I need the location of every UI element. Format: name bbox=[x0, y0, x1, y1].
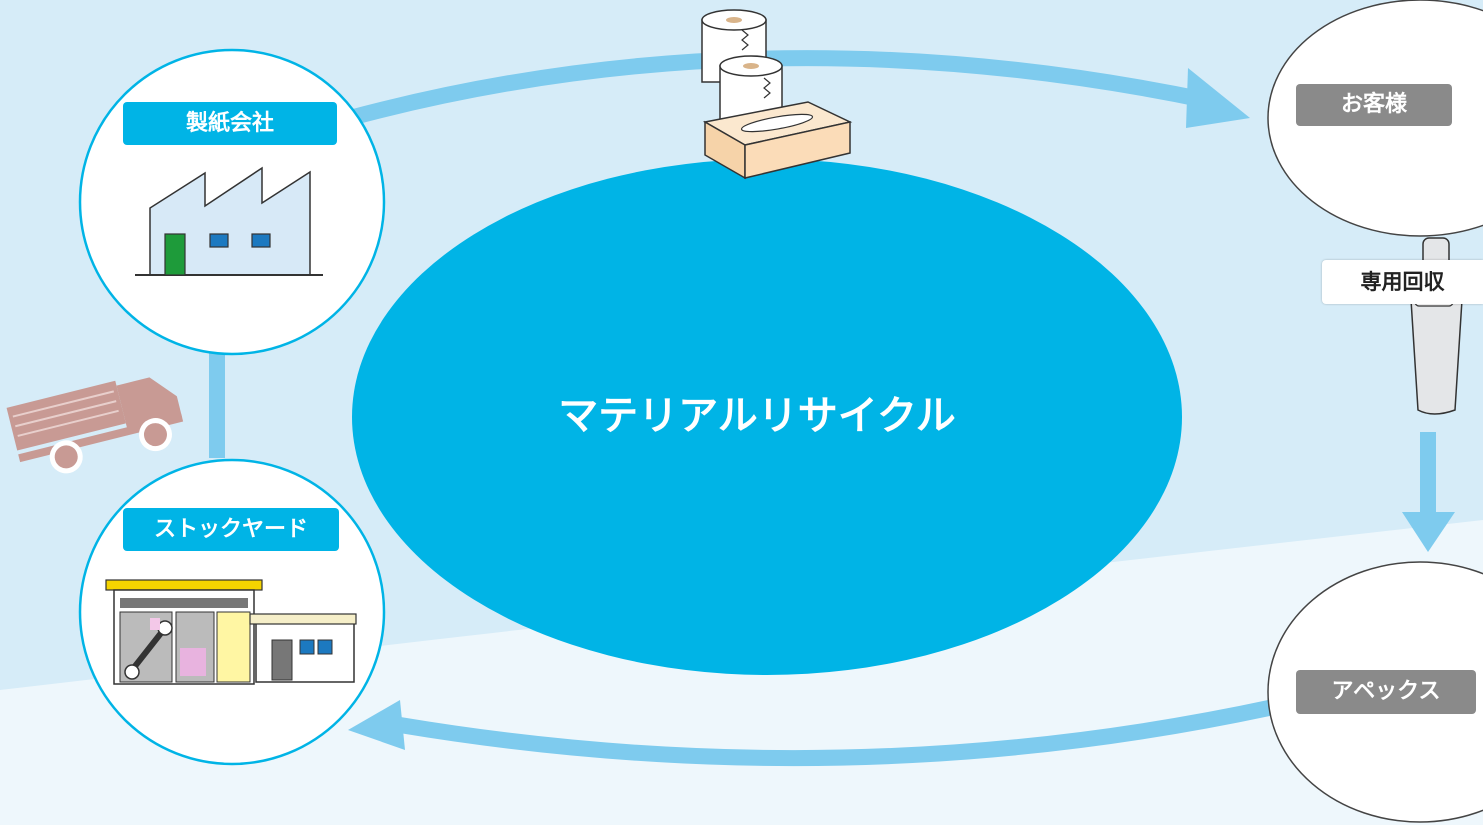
center-ellipse bbox=[352, 159, 1182, 675]
factory-icon bbox=[135, 166, 323, 276]
center-title: マテリアルリサイクル bbox=[558, 393, 956, 439]
collection-label: 専用回収 bbox=[1322, 260, 1483, 304]
customer-label: お客様 bbox=[1296, 84, 1452, 126]
apex-label: アペックス bbox=[1296, 670, 1476, 714]
stockyard-label: ストックヤード bbox=[123, 508, 339, 551]
paper-company-label: 製紙会社 bbox=[123, 102, 337, 145]
arrowhead-stockyard bbox=[348, 700, 405, 750]
arrowhead-customer bbox=[1186, 68, 1250, 128]
tissue-box-icon bbox=[702, 101, 853, 180]
truck-icon bbox=[6, 377, 184, 474]
arrowhead-apex bbox=[1402, 512, 1455, 552]
arrow-to-stockyard bbox=[398, 697, 1285, 767]
paper-roll-icon bbox=[701, 9, 783, 127]
stockyard-facility-icon bbox=[105, 579, 357, 685]
